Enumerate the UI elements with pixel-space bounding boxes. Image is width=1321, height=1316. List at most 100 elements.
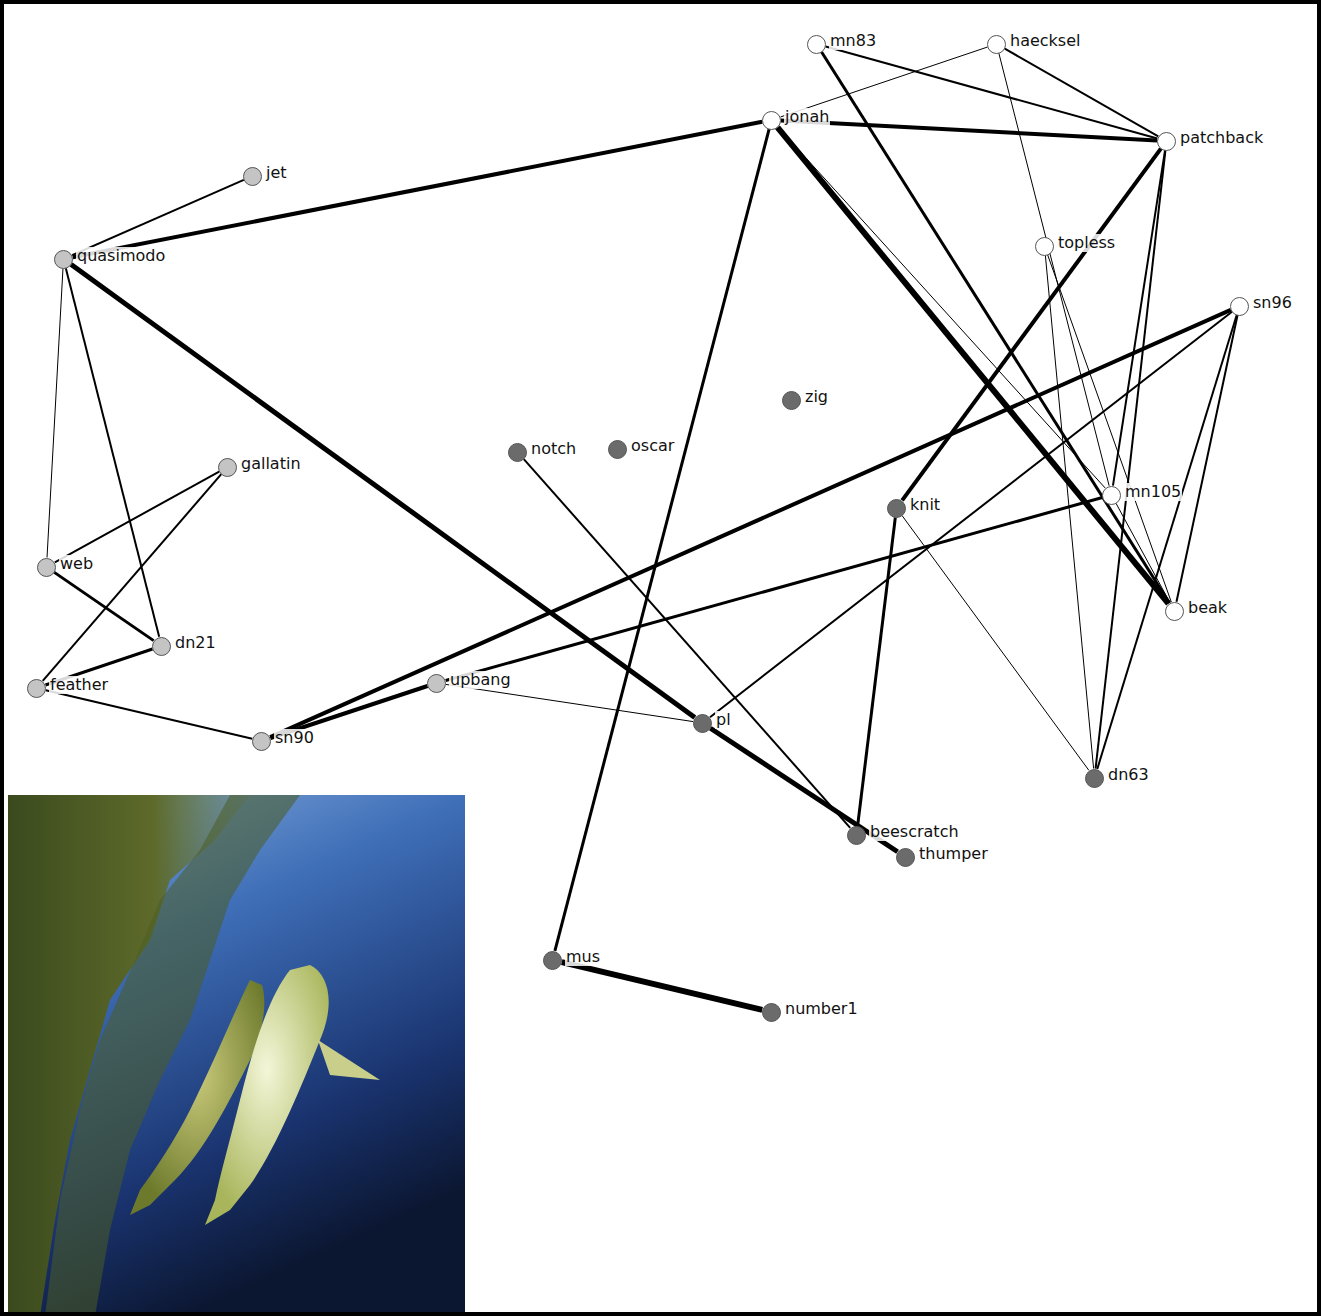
- dolphin-node: beescratch: [847, 824, 960, 846]
- association-edge: [778, 127, 1169, 603]
- node-circle: [887, 499, 906, 518]
- association-edge: [72, 180, 244, 255]
- node-label: haecksel: [1009, 32, 1081, 50]
- dolphin-node: mus: [543, 949, 601, 971]
- dolphin-node: oscar: [608, 438, 675, 460]
- node-circle: [218, 458, 237, 477]
- node-circle: [252, 732, 271, 751]
- node-circle: [37, 558, 56, 577]
- node-label: sn90: [274, 729, 315, 747]
- node-circle: [762, 1003, 781, 1022]
- node-label: quasimodo: [76, 247, 166, 265]
- dolphin-node: dn21: [152, 635, 217, 657]
- association-edge: [999, 53, 1109, 486]
- association-edge: [1116, 503, 1170, 602]
- node-circle: [782, 391, 801, 410]
- node-circle: [27, 679, 46, 698]
- node-label: mn83: [829, 32, 877, 50]
- node-circle: [427, 674, 446, 693]
- node-circle: [1165, 602, 1184, 621]
- node-label: feather: [49, 676, 109, 694]
- node-label: dn63: [1107, 766, 1150, 784]
- dolphin-node: thumper: [896, 846, 989, 868]
- association-edge: [524, 459, 850, 828]
- dolphin-node: dn63: [1085, 767, 1150, 789]
- association-edge: [778, 127, 1105, 488]
- node-label: notch: [530, 440, 577, 458]
- association-edge: [71, 265, 695, 718]
- association-edge: [55, 472, 219, 563]
- node-label: beescratch: [869, 823, 960, 841]
- association-edge: [1097, 315, 1236, 769]
- node-label: gallatin: [240, 455, 302, 473]
- photo-dolphin: [205, 965, 329, 1225]
- association-edge: [446, 684, 693, 721]
- dolphin-node: feather: [27, 677, 109, 699]
- dolphin-node: zig: [782, 389, 829, 411]
- node-label: mus: [565, 948, 601, 966]
- node-label: sn96: [1252, 294, 1293, 312]
- node-circle: [693, 714, 712, 733]
- node-circle: [896, 848, 915, 867]
- dolphin-node: number1: [762, 1001, 859, 1023]
- node-circle: [1085, 769, 1104, 788]
- node-label: topless: [1057, 234, 1116, 252]
- node-label: knit: [909, 496, 941, 514]
- node-label: dn21: [174, 634, 217, 652]
- dolphin-node: sn90: [252, 730, 315, 752]
- node-circle: [543, 951, 562, 970]
- association-edge: [1045, 255, 1093, 768]
- dolphin-node: notch: [508, 441, 577, 463]
- node-label: web: [59, 555, 94, 573]
- node-circle: [807, 35, 826, 54]
- association-edge: [43, 474, 222, 681]
- node-circle: [1230, 297, 1249, 316]
- dolphin-node: haecksel: [987, 33, 1081, 55]
- node-circle: [1035, 237, 1054, 256]
- association-edge: [66, 268, 159, 637]
- association-edge: [902, 516, 1089, 771]
- dolphin-node: mn83: [807, 33, 877, 55]
- node-circle: [608, 440, 627, 459]
- node-circle: [762, 111, 781, 130]
- dolphin-node: upbang: [427, 672, 512, 694]
- node-label: zig: [804, 388, 829, 406]
- dolphin-node: gallatin: [218, 456, 302, 478]
- association-edge: [47, 268, 63, 557]
- dolphin-node: topless: [1035, 235, 1116, 257]
- node-label: upbang: [449, 671, 512, 689]
- association-edge: [710, 312, 1232, 717]
- node-circle: [987, 35, 1006, 54]
- photo-water: [8, 795, 465, 1316]
- node-label: pl: [715, 711, 732, 729]
- dolphin-node: jonah: [762, 109, 830, 131]
- association-edge: [826, 47, 1158, 139]
- node-circle: [508, 443, 527, 462]
- dolphin-node: knit: [887, 497, 941, 519]
- association-edge: [1048, 255, 1172, 602]
- association-edge: [73, 122, 762, 257]
- dolphin-node: pl: [693, 712, 732, 734]
- photo-fin: [318, 1040, 380, 1080]
- association-edge: [555, 129, 769, 951]
- node-circle: [847, 826, 866, 845]
- dolphin-node: jet: [243, 165, 288, 187]
- node-label: beak: [1187, 599, 1228, 617]
- node-circle: [1157, 132, 1176, 151]
- node-circle: [243, 167, 262, 186]
- association-edge: [1113, 150, 1165, 485]
- dolphin-node: patchback: [1157, 130, 1264, 152]
- dolphin-node: sn96: [1230, 295, 1293, 317]
- association-edge: [1005, 49, 1158, 137]
- association-edge: [270, 310, 1231, 737]
- association-edge: [562, 962, 763, 1010]
- node-label: number1: [784, 1000, 859, 1018]
- node-circle: [1102, 486, 1121, 505]
- node-label: thumper: [918, 845, 989, 863]
- association-edge: [858, 517, 896, 825]
- association-edge: [54, 572, 153, 640]
- node-label: mn105: [1124, 483, 1182, 501]
- association-edge: [781, 47, 988, 117]
- dolphin-node: beak: [1165, 600, 1228, 622]
